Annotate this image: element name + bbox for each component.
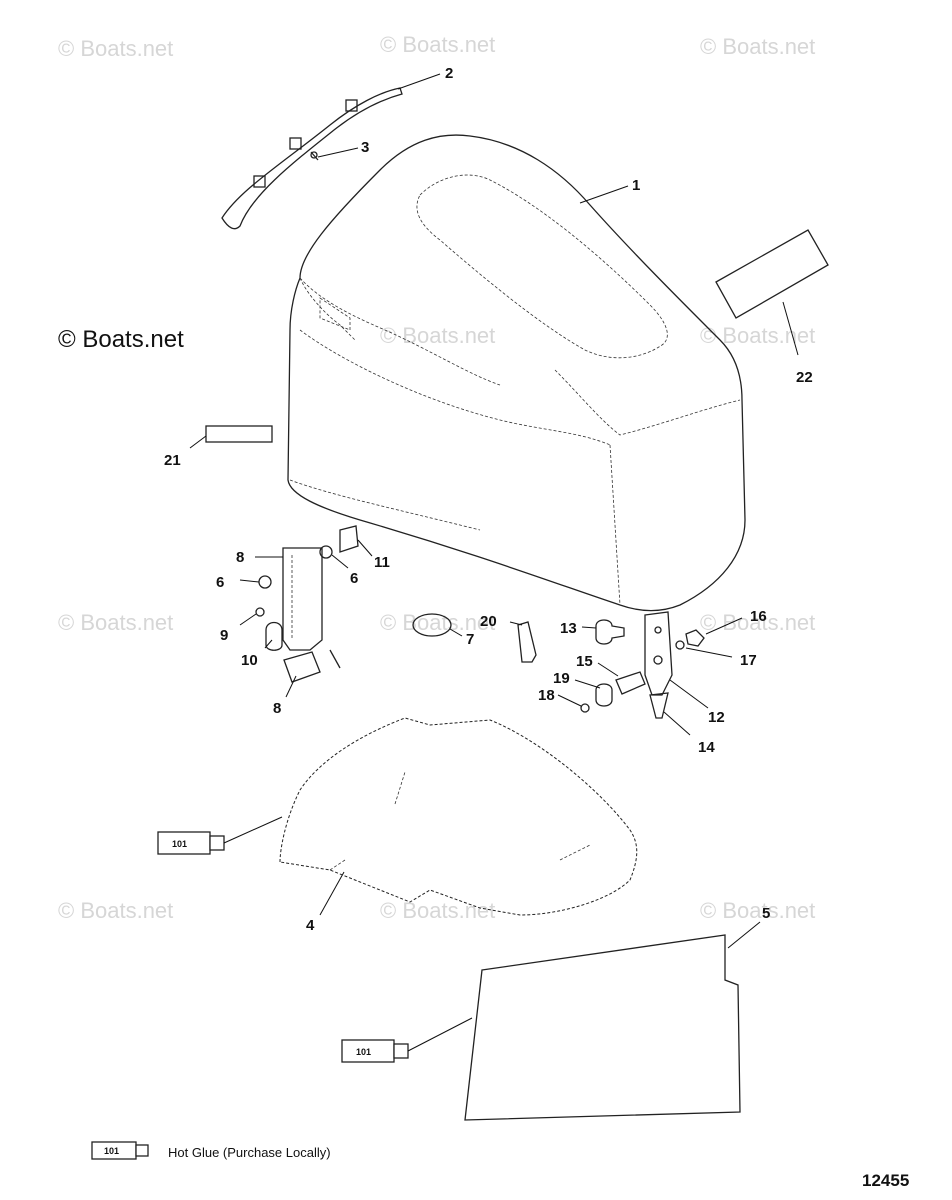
legend: 101 Hot Glue (Purchase Locally) xyxy=(91,1141,331,1160)
callout-11: 11 xyxy=(374,554,390,571)
watermark: © Boats.net xyxy=(58,36,173,61)
callout-18: 18 xyxy=(538,687,555,704)
glue-tube-label: 101 xyxy=(172,839,187,849)
watermark: © Boats.net xyxy=(380,323,495,348)
callout-12: 12 xyxy=(708,709,725,726)
glue-tube-icon: 101 xyxy=(341,1017,473,1063)
callout-1: 1 xyxy=(632,177,640,194)
callout-2: 2 xyxy=(445,65,453,82)
figure-number: 12455 xyxy=(862,1171,909,1190)
watermark: © Boats.net xyxy=(380,898,495,923)
left-latch-assembly xyxy=(255,525,359,683)
callout-16: 16 xyxy=(750,608,767,625)
legend-code: 101 xyxy=(104,1146,119,1156)
callout-7: 7 xyxy=(466,631,474,648)
callout-4: 4 xyxy=(306,917,315,934)
callout-17: 17 xyxy=(740,652,757,669)
watermark: © Boats.net xyxy=(380,32,495,57)
watermark: © Boats.net xyxy=(700,34,815,59)
top-cowl-part xyxy=(287,134,746,612)
watermark: © Boats.net xyxy=(700,323,815,348)
watermark: © Boats.net xyxy=(700,610,815,635)
decal-part-21 xyxy=(205,425,273,443)
liner-part-5 xyxy=(464,934,741,1121)
callout-14: 14 xyxy=(698,739,715,756)
callout-22: 22 xyxy=(796,369,813,386)
legend-text: Hot Glue (Purchase Locally) xyxy=(168,1145,331,1160)
callout-13: 13 xyxy=(560,620,577,637)
decal-part-22 xyxy=(715,229,829,319)
latch-hook-part xyxy=(517,621,537,663)
trim-strip-part xyxy=(221,87,403,230)
grommet-part xyxy=(412,613,452,637)
glue-tube-icon: 101 xyxy=(157,816,283,855)
callout-9: 9 xyxy=(220,627,228,644)
watermark: © Boats.net xyxy=(700,898,815,923)
callout-20: 20 xyxy=(480,613,497,630)
watermark-strong: © Boats.net xyxy=(58,326,184,353)
watermark: © Boats.net xyxy=(58,610,173,635)
callout-21: 21 xyxy=(164,452,181,469)
callout-6: 6 xyxy=(216,574,224,591)
watermark: © Boats.net xyxy=(380,610,495,635)
liner-part-4 xyxy=(279,717,638,916)
glue-tube-label: 101 xyxy=(356,1047,371,1057)
callout-15: 15 xyxy=(576,653,593,670)
callout-19: 19 xyxy=(553,670,570,687)
right-latch-assembly xyxy=(580,611,705,719)
callout-6: 6 xyxy=(350,570,358,587)
callout-3: 3 xyxy=(361,139,369,156)
callout-5: 5 xyxy=(762,905,770,922)
callout-8: 8 xyxy=(273,700,281,717)
watermarks: © Boats.net © Boats.net © Boats.net © Bo… xyxy=(58,32,815,923)
callout-numbers: 1 2 3 4 5 6 6 7 8 8 9 10 11 12 13 14 15 … xyxy=(164,65,813,934)
callout-8: 8 xyxy=(236,549,244,566)
watermark: © Boats.net xyxy=(58,898,173,923)
callout-10: 10 xyxy=(241,652,258,669)
screw-part xyxy=(310,151,319,161)
leader-lines xyxy=(189,73,799,949)
